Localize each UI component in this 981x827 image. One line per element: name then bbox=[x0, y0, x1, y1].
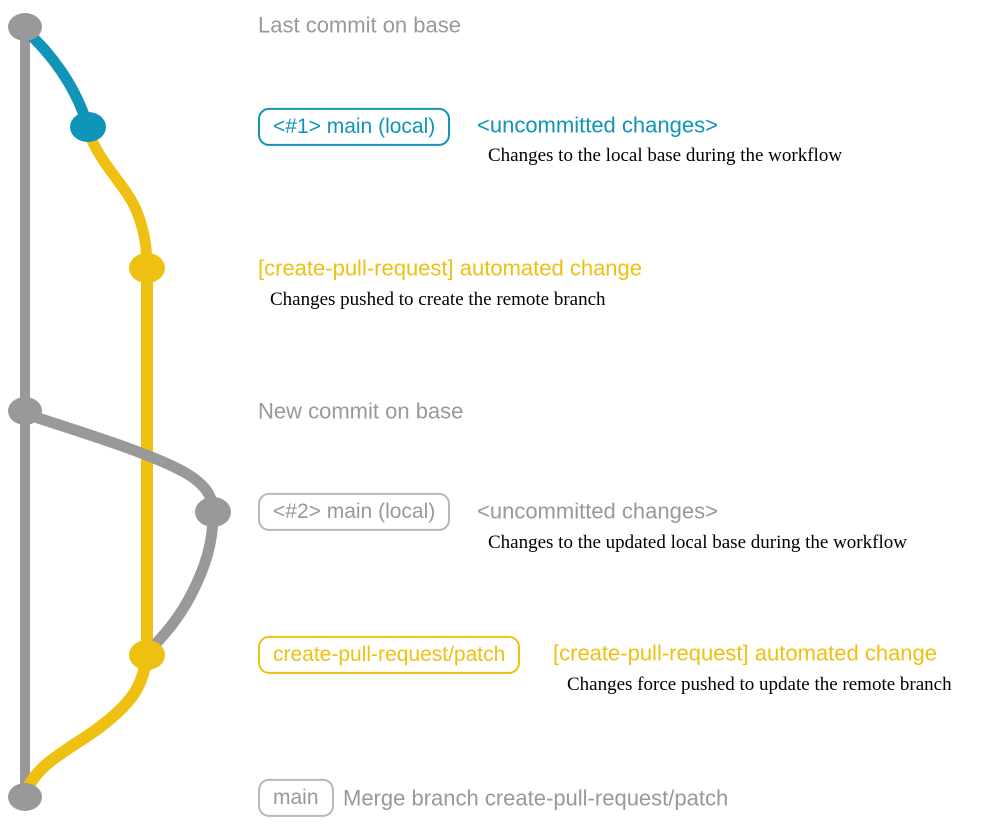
badge-main: main bbox=[258, 778, 334, 818]
commit-dot-main-local-1 bbox=[70, 112, 106, 142]
commit-dot-merge bbox=[8, 783, 42, 811]
description-uncommitted-1: Changes to the local base during the wor… bbox=[488, 145, 843, 166]
commit-dot-new-base bbox=[8, 397, 42, 425]
commit-dot-main-local-2 bbox=[195, 497, 231, 527]
commit-dot-patch bbox=[129, 640, 165, 670]
description-uncommitted-2: Changes to the updated local base during… bbox=[488, 532, 907, 553]
commit-dot-automated-1 bbox=[129, 253, 165, 283]
description-automated-1: Changes pushed to create the remote bran… bbox=[270, 289, 606, 310]
badge-patch-branch: create-pull-request/patch bbox=[258, 635, 521, 675]
annotation-last-commit: Last commit on base bbox=[258, 12, 461, 38]
uncommitted-edge-1 bbox=[19, 24, 94, 133]
commit-dot-last-base bbox=[8, 13, 42, 41]
base-to-head2-edge bbox=[20, 408, 219, 518]
annotation-new-commit: New commit on base bbox=[258, 398, 464, 424]
commit-graph bbox=[8, 13, 231, 811]
badge-main-label: main bbox=[258, 778, 334, 818]
badge-main-local-1: <#1> main (local) bbox=[258, 107, 451, 147]
automated-edge-1 bbox=[82, 124, 153, 274]
label-uncommitted-2: <uncommitted changes> bbox=[477, 498, 718, 524]
merge-edge bbox=[20, 652, 152, 799]
badge-patch-branch-label: create-pull-request/patch bbox=[258, 635, 521, 675]
description-automated-2: Changes force pushed to update the remot… bbox=[567, 674, 952, 695]
badge-main-local-1-label: <#1> main (local) bbox=[258, 107, 451, 147]
annotation-merge: Merge branch create-pull-request/patch bbox=[343, 785, 729, 811]
badge-main-local-2-label: <#2> main (local) bbox=[258, 492, 451, 532]
label-automated-2: [create-pull-request] automated change bbox=[553, 640, 938, 666]
label-uncommitted-1: <uncommitted changes> bbox=[477, 112, 718, 138]
label-automated-1: [create-pull-request] automated change bbox=[258, 255, 643, 281]
head2-to-patch-edge bbox=[144, 509, 219, 656]
badge-main-local-2: <#2> main (local) bbox=[258, 492, 451, 532]
